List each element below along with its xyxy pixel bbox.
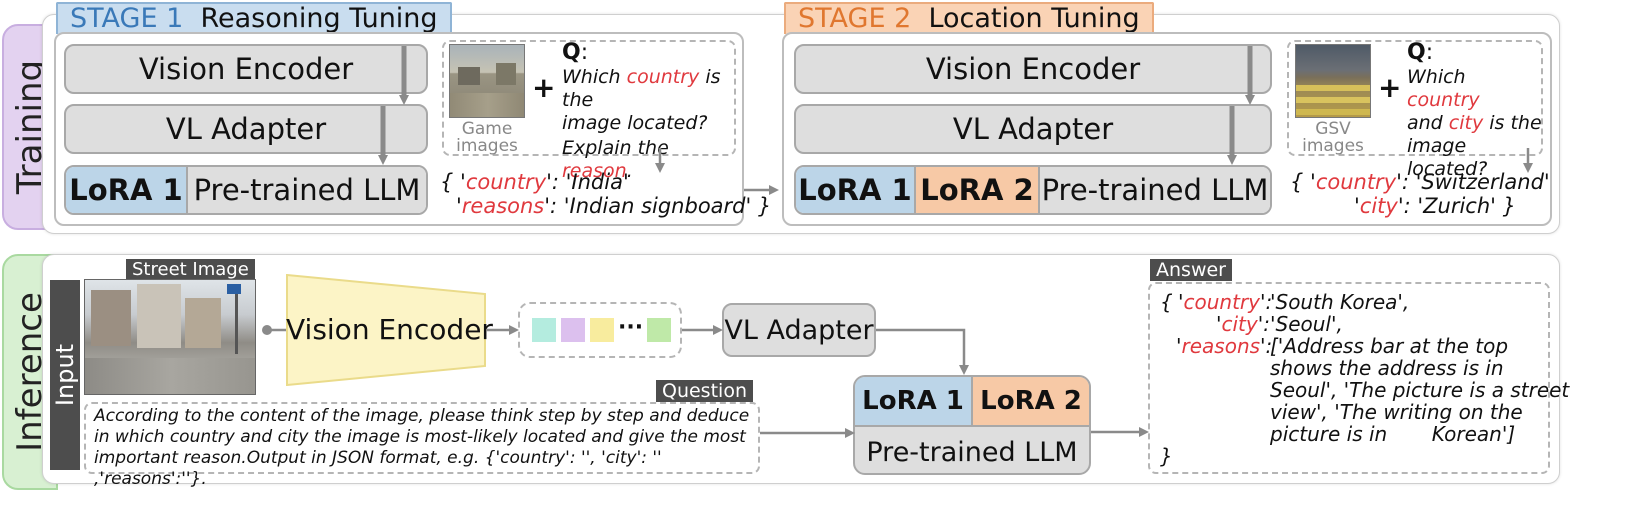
- visual-token-3: [590, 318, 614, 342]
- stage2-image-caption: GSV images: [1302, 119, 1364, 156]
- question-text: According to the content of the image, p…: [94, 406, 750, 489]
- inference-arrows: [262, 325, 1149, 438]
- stage1-title: Reasoning Tuning: [200, 3, 438, 34]
- inference-vision-encoder-label: Vision Encoder: [286, 313, 493, 346]
- stage2-number: STAGE 2: [798, 3, 912, 34]
- answer-label: Answer: [1150, 259, 1232, 281]
- stage1-number: STAGE 1: [70, 3, 184, 34]
- stage2-plus-icon: +: [1378, 71, 1402, 104]
- inference-vl-adapter: VL Adapter: [722, 303, 876, 357]
- question-label: Question: [656, 380, 753, 402]
- stage2-q-label: Q:: [1407, 40, 1434, 65]
- vision-encoder-shape: [286, 274, 486, 386]
- stage2-query-box: [1287, 40, 1543, 156]
- inference-llm: Pre-trained LLM: [866, 436, 1078, 468]
- stage2-tab: STAGE 2 Location Tuning: [784, 2, 1154, 34]
- stage1-answer: { 'country': 'India' 'reasons': 'Indian …: [440, 170, 772, 218]
- visual-token-4: [647, 318, 671, 342]
- stage1-vision-encoder: Vision Encoder: [64, 44, 428, 94]
- token-ellipsis: ···: [618, 315, 644, 340]
- adapter-to-model-arrow: [876, 328, 969, 375]
- stage1-lora1: LoRA 1: [66, 167, 188, 213]
- stage2-title: Location Tuning: [928, 3, 1140, 34]
- stage1-tab: STAGE 1 Reasoning Tuning: [56, 2, 452, 34]
- stage1-image-caption: Game images: [456, 119, 518, 156]
- street-image: [84, 279, 256, 395]
- input-bar: Input: [50, 280, 80, 470]
- answer-text: { 'country': 'South Korea', 'city': 'Seo…: [1160, 290, 1570, 468]
- stage1-q-label: Q:: [562, 40, 589, 65]
- stage2-lora1: LoRA 1: [796, 167, 916, 213]
- stage1-vl-adapter: VL Adapter: [64, 104, 428, 154]
- answer-box: [1148, 282, 1550, 474]
- training-arrows: [378, 46, 1533, 195]
- stage2-lora2: LoRA 2: [916, 167, 1040, 213]
- inference-lora1: LoRA 1: [855, 377, 973, 425]
- stage2-vision-encoder: Vision Encoder: [794, 44, 1272, 94]
- visual-token-box: [518, 302, 682, 358]
- stage1-question: Which country is the image located? Expl…: [562, 66, 721, 182]
- stage1-llm: Pre-trained LLM: [188, 167, 426, 213]
- stage2-vl-adapter: VL Adapter: [794, 104, 1272, 154]
- street-image-label: Street Image: [126, 259, 255, 281]
- visual-token-2: [561, 318, 585, 342]
- stage2-question: Which country and city is the image loca…: [1407, 66, 1542, 180]
- visual-token-1: [532, 318, 556, 342]
- stage1-query-box: [442, 40, 736, 156]
- stage1-llm-row: LoRA 1 Pre-trained LLM: [64, 165, 428, 215]
- stage2-llm: Pre-trained LLM: [1040, 167, 1270, 213]
- question-box: [84, 402, 760, 474]
- stage2-answer: { 'country': 'Switzerland' 'city': 'Zuri…: [1290, 170, 1550, 218]
- inference-model-box: LoRA 1 LoRA 2 Pre-trained LLM: [853, 375, 1091, 475]
- stage1-game-image: [449, 44, 525, 118]
- stage2-gsv-image: [1295, 44, 1371, 118]
- stage2-llm-row: LoRA 1 LoRA 2 Pre-trained LLM: [794, 165, 1272, 215]
- stage1-plus-icon: +: [532, 71, 556, 104]
- inference-lora2: LoRA 2: [973, 377, 1089, 425]
